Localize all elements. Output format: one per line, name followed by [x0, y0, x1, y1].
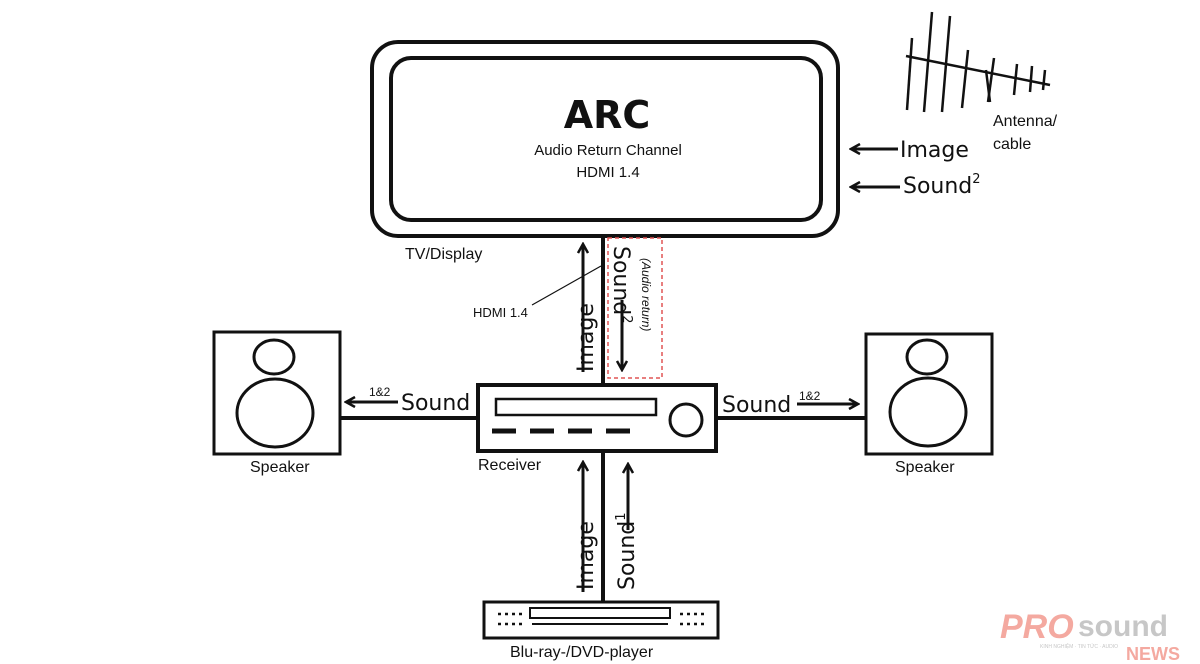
watermark-sound: sound	[1078, 610, 1168, 643]
antenna-label-line2: cable	[993, 136, 1031, 153]
tv-title: ARC	[564, 93, 651, 137]
right-speaker-label: Speaker	[895, 459, 955, 476]
left-speaker-label: Speaker	[250, 459, 310, 476]
player-sound-label: Sound1	[614, 512, 640, 590]
watermark-news: NEWS	[1126, 644, 1180, 664]
tv-display: ARC Audio Return Channel HDMI 1.4 TV/Dis…	[370, 40, 840, 263]
antenna-image-label: Image	[900, 138, 969, 163]
left-speaker-icon	[212, 330, 342, 456]
antenna-label-line1: Antenna/	[993, 113, 1058, 130]
hdmi-callout-label: HDMI 1.4	[473, 305, 528, 320]
right-speaker-icon	[864, 332, 994, 456]
antenna-image-arrow: Image	[851, 138, 969, 163]
left-sound-label: Sound	[401, 391, 470, 416]
hdmi-callout-line	[531, 265, 602, 306]
right-sound-label: Sound	[722, 393, 791, 418]
right-sound-sup: 1&2	[799, 389, 821, 403]
antenna-sound-label: Sound2	[903, 172, 981, 199]
receiver-icon	[476, 383, 718, 453]
audio-return-label: (Audio return)	[639, 258, 653, 331]
tv-version: HDMI 1.4	[576, 164, 639, 181]
hdmi-image-label: Image	[574, 303, 599, 372]
watermark-logo: PRO sound KINH NGHIỆM · TIN TỨC · AUDIO …	[1000, 608, 1180, 664]
tv-screen	[389, 56, 823, 222]
watermark-pro: PRO	[1000, 608, 1074, 646]
antenna-sound-arrow: Sound2	[851, 172, 981, 199]
player-label: Blu-ray-/DVD-player	[510, 644, 654, 661]
tv-subtitle: Audio Return Channel	[534, 142, 682, 159]
watermark-tagline: KINH NGHIỆM · TIN TỨC · AUDIO	[1040, 642, 1118, 650]
left-sound-sup: 1&2	[369, 385, 391, 399]
receiver-label: Receiver	[478, 457, 542, 474]
antenna-icon	[905, 11, 1051, 113]
player-image-label: Image	[574, 521, 599, 590]
hdmi-sound-label: Sound2	[608, 246, 634, 324]
audio-return-highlight	[607, 237, 663, 379]
tv-label: TV/Display	[405, 246, 482, 263]
bluray-player-icon	[482, 600, 720, 640]
